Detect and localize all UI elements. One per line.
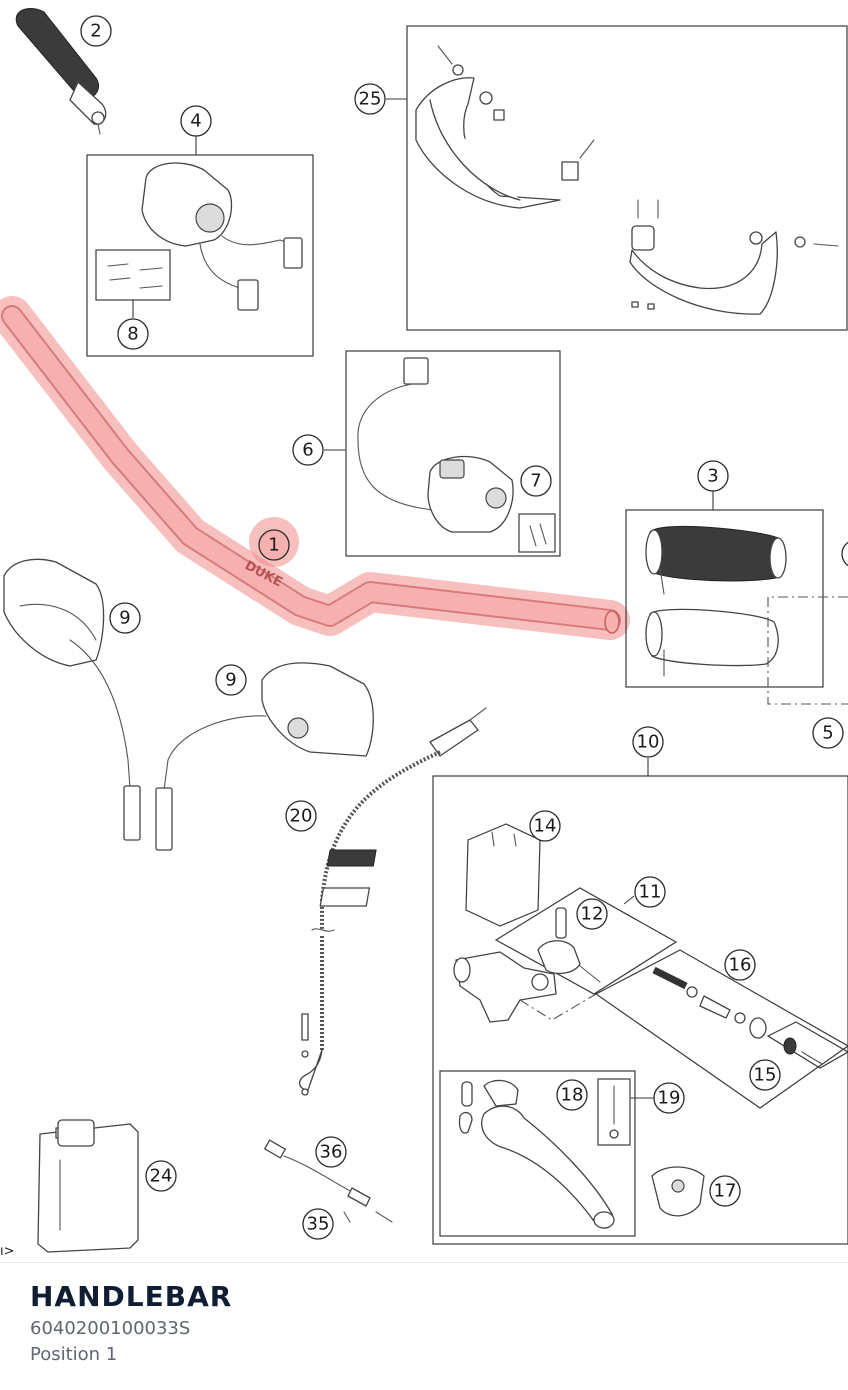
part-11-box: [494, 887, 678, 995]
callout-1-label: 1: [268, 535, 279, 556]
callout-18[interactable]: 18: [556, 1079, 588, 1111]
part-15-bellow[interactable]: [783, 1037, 823, 1065]
svg-text:14: 14: [534, 816, 557, 837]
part-3-grips[interactable]: [645, 525, 787, 677]
callout-17[interactable]: 17: [709, 1175, 741, 1207]
svg-text:12: 12: [581, 904, 604, 925]
part-16-piston-kit[interactable]: [652, 966, 767, 1039]
callout-36[interactable]: 36: [315, 1136, 347, 1168]
divider: [0, 1262, 848, 1263]
svg-text:16: 16: [729, 955, 752, 976]
svg-text:4: 4: [190, 111, 201, 132]
part-15-box: [766, 1021, 848, 1069]
part-4-left-switch[interactable]: [141, 162, 303, 311]
svg-text:9: 9: [119, 608, 130, 629]
callout-4[interactable]: 4: [180, 105, 212, 137]
part-6-box: [345, 350, 561, 557]
part-3-box: [625, 509, 824, 688]
callout-24[interactable]: 24: [145, 1160, 177, 1192]
callout-1[interactable]: 1: [249, 517, 299, 567]
part-19-box: [597, 1078, 631, 1146]
svg-text:6: 6: [302, 440, 313, 461]
callout-6[interactable]: 6: [292, 434, 324, 466]
part-9-mirror-right[interactable]: [155, 662, 374, 851]
callout-19[interactable]: 19: [653, 1082, 685, 1114]
callout-25[interactable]: 25: [354, 83, 386, 115]
callout-15[interactable]: 15: [749, 1059, 781, 1091]
svg-text:17: 17: [714, 1181, 737, 1202]
svg-text:11: 11: [639, 882, 662, 903]
callout-5[interactable]: 5: [812, 717, 844, 749]
svg-text:36: 36: [320, 1142, 343, 1163]
part-4-box: [86, 154, 314, 357]
part-35-screw[interactable]: [343, 1211, 351, 1223]
part-14-box: [465, 823, 541, 927]
part-info-panel: HANDLEBAR 6040200100033S Position 1: [30, 1278, 232, 1368]
callout-16[interactable]: 16: [724, 949, 756, 981]
part-20-cable[interactable]: [298, 707, 487, 1096]
svg-text:2: 2: [90, 21, 101, 42]
part-number: 6040200100033S: [30, 1318, 191, 1339]
part-12-plunger[interactable]: [537, 907, 601, 983]
callout-8[interactable]: 8: [117, 318, 149, 350]
callout-11[interactable]: 11: [634, 876, 666, 908]
part-2-grip[interactable]: [15, 8, 107, 135]
svg-text:19: 19: [658, 1088, 681, 1109]
part-8-screws[interactable]: [107, 263, 163, 289]
part-10-box: [432, 775, 848, 1245]
part-18-brake-lever[interactable]: [458, 1079, 615, 1229]
callout-12[interactable]: 12: [576, 898, 608, 930]
part-9-mirror-left[interactable]: [3, 558, 141, 841]
svg-text:9: 9: [225, 670, 236, 691]
svg-text:7: 7: [530, 471, 541, 492]
svg-text:35: 35: [307, 1214, 330, 1235]
svg-text:25: 25: [359, 89, 382, 110]
part-position: Position 1: [30, 1344, 118, 1365]
part-8-box: [95, 249, 171, 301]
edge-mark: ı>: [0, 1244, 15, 1259]
callout-9-right[interactable]: 9: [215, 664, 247, 696]
callout-10[interactable]: 10: [632, 726, 664, 758]
part-master-cylinder[interactable]: [453, 951, 557, 1023]
part-title: HANDLEBAR: [30, 1280, 233, 1313]
svg-text:8: 8: [127, 324, 138, 345]
part-7-box: [518, 513, 556, 553]
svg-text:3: 3: [707, 466, 718, 487]
part-36-brake-switch[interactable]: [264, 1139, 393, 1223]
part-25-hand-guards[interactable]: [415, 45, 839, 315]
part-18-lever-box: [439, 1070, 636, 1237]
part-17-lever-guard[interactable]: [651, 1166, 705, 1217]
part-14-reservoir-cover[interactable]: [319, 831, 517, 907]
part-6-right-switch[interactable]: [357, 357, 514, 533]
svg-text:20: 20: [290, 806, 313, 827]
callout-3[interactable]: 3: [697, 460, 729, 492]
part-19-pivot-bolt[interactable]: [609, 1085, 619, 1139]
exploded-parts-diagram: DUKE: [0, 8, 848, 1253]
callout-9-left[interactable]: 9: [109, 602, 141, 634]
part-24-brake-fluid[interactable]: [37, 1119, 139, 1253]
callout-14[interactable]: 14: [529, 810, 561, 842]
svg-text:24: 24: [150, 1166, 173, 1187]
svg-text:5: 5: [822, 723, 833, 744]
svg-text:15: 15: [754, 1065, 777, 1086]
svg-text:18: 18: [561, 1085, 584, 1106]
callout-20[interactable]: 20: [285, 800, 317, 832]
svg-text:10: 10: [637, 732, 660, 753]
callout-35[interactable]: 35: [302, 1208, 334, 1240]
callout-2[interactable]: 2: [80, 15, 112, 47]
callout-7[interactable]: 7: [520, 465, 552, 497]
part-5-dashed-bracket: [767, 596, 848, 705]
part-25-box: [406, 25, 848, 331]
part-16-box: [594, 949, 848, 1109]
part-7-screws[interactable]: [529, 523, 547, 547]
